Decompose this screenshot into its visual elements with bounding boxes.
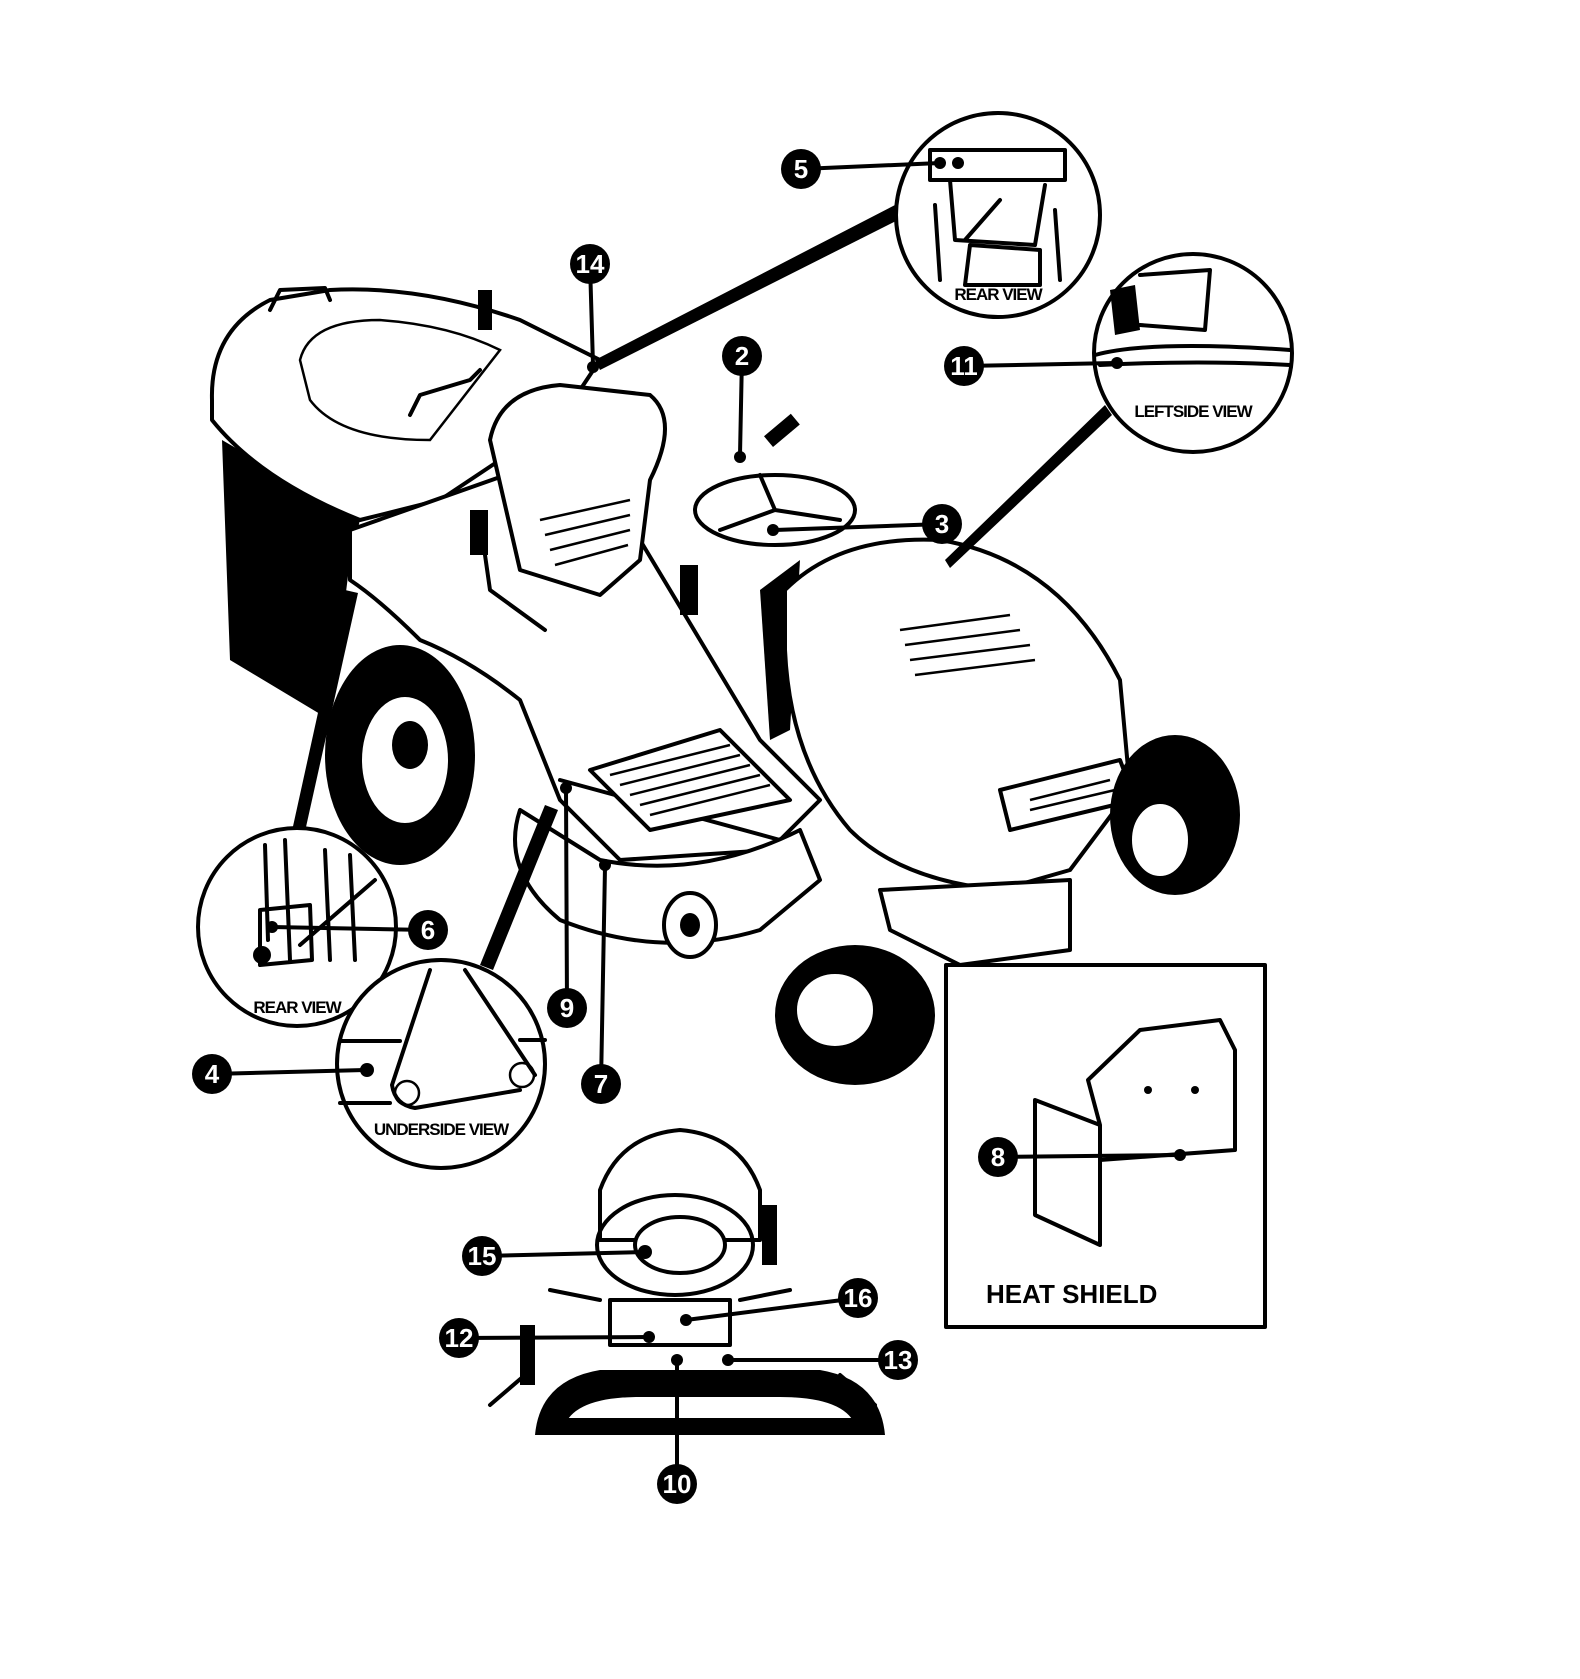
svg-text:11: 11 — [950, 351, 978, 381]
callout-13: 13 — [878, 1340, 918, 1380]
rear-view-top-inset: REAR VIEW — [894, 111, 1102, 319]
svg-text:9: 9 — [560, 993, 574, 1023]
callout-6: 6 — [408, 910, 448, 950]
callout-16: 16 — [838, 1278, 878, 1318]
callout-4: 4 — [192, 1054, 232, 1094]
callout-3: 3 — [922, 504, 962, 544]
callout-9: 9 — [547, 988, 587, 1028]
callout-10: 10 — [657, 1464, 697, 1504]
leftside-view-inset: LEFTSIDE VIEW — [1092, 252, 1294, 454]
svg-text:6: 6 — [421, 915, 435, 945]
seat — [488, 383, 667, 597]
callout-5: 5 — [781, 149, 821, 189]
callout-8: 8 — [978, 1137, 1018, 1177]
grass-bag — [222, 440, 360, 720]
dashboard-view — [488, 1128, 885, 1435]
svg-text:14: 14 — [576, 249, 605, 279]
tractor-illustration — [209, 286, 1240, 1085]
svg-text:13: 13 — [884, 1345, 913, 1375]
svg-text:3: 3 — [935, 509, 949, 539]
callout-12: 12 — [439, 1318, 479, 1358]
svg-text:8: 8 — [991, 1142, 1005, 1172]
underside-view-inset: UNDERSIDE VIEW — [335, 958, 547, 1170]
svg-text:12: 12 — [445, 1323, 474, 1353]
leftside-view-label: LEFTSIDE VIEW — [1134, 402, 1253, 421]
svg-text:15: 15 — [468, 1241, 497, 1271]
callout-badges: 5 14 2 11 3 6 9 7 4 8 15 16 12 13 10 — [192, 149, 1018, 1504]
callout-15: 15 — [462, 1236, 502, 1276]
svg-text:2: 2 — [735, 341, 749, 371]
svg-text:5: 5 — [794, 154, 808, 184]
svg-text:7: 7 — [594, 1069, 608, 1099]
svg-text:16: 16 — [844, 1283, 873, 1313]
svg-text:10: 10 — [663, 1469, 692, 1499]
callout-2: 2 — [722, 336, 762, 376]
callout-leaders — [210, 161, 1182, 1486]
underside-view-label: UNDERSIDE VIEW — [374, 1120, 510, 1139]
bagger-lid — [209, 287, 602, 522]
callout-11: 11 — [944, 346, 984, 386]
callout-14: 14 — [570, 244, 610, 284]
rear-view-left-label: REAR VIEW — [253, 998, 342, 1017]
callout-7: 7 — [581, 1064, 621, 1104]
leader-wedges — [290, 205, 1112, 970]
heat-shield-label: HEAT SHIELD — [986, 1279, 1157, 1309]
steering-wheel — [693, 473, 857, 547]
svg-text:4: 4 — [205, 1059, 220, 1089]
hood — [783, 537, 1132, 892]
rear-view-top-label: REAR VIEW — [954, 285, 1043, 304]
